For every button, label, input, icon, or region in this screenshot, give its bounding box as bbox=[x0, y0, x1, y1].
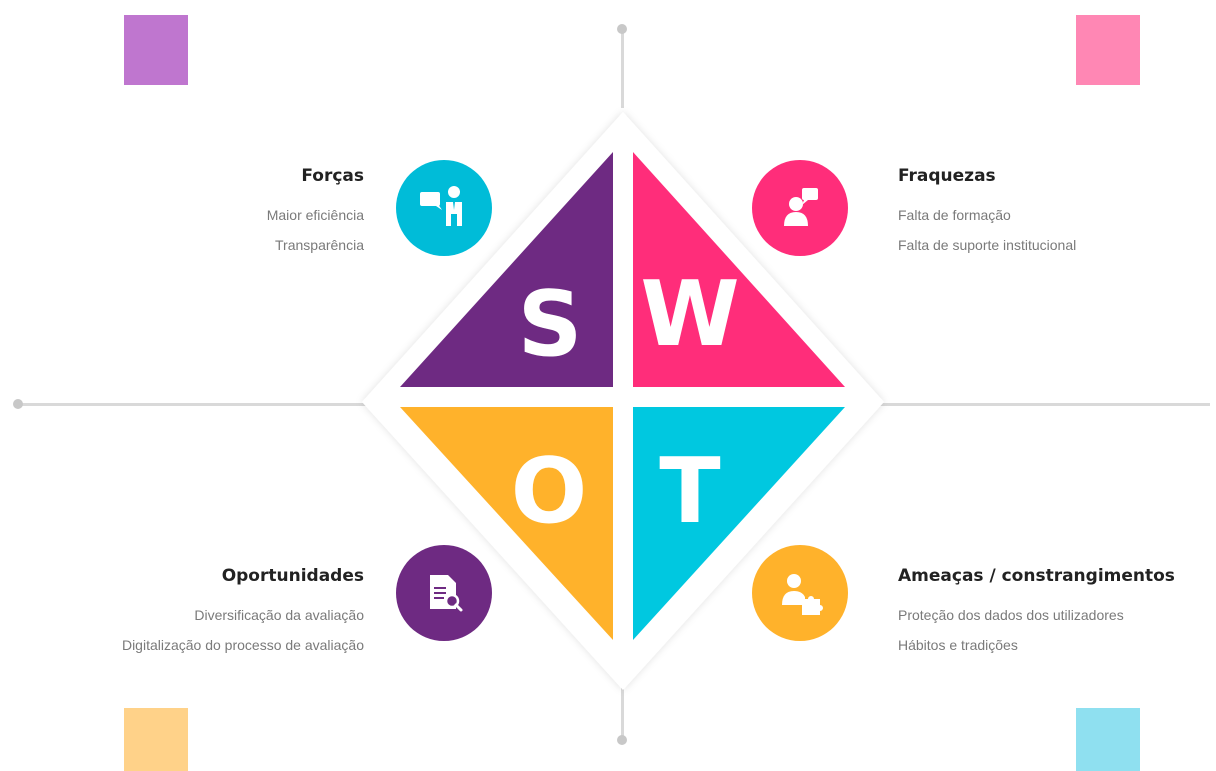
axis-line-top bbox=[621, 28, 624, 108]
presenter-speech-icon bbox=[420, 186, 462, 226]
diamond-frame bbox=[362, 112, 884, 690]
axis-line-bottom bbox=[621, 680, 624, 740]
letter-t: T bbox=[659, 439, 720, 544]
opportunities-circle bbox=[396, 545, 492, 641]
axis-line-left bbox=[18, 403, 368, 406]
strengths-item: Maior eficiência bbox=[266, 207, 364, 223]
opportunities-list: Diversificação da avaliação Digitalizaçã… bbox=[122, 600, 364, 660]
threats-title: Ameaças / constrangimentos bbox=[898, 566, 1175, 586]
corner-square-top-left bbox=[124, 15, 188, 85]
corner-square-bottom-right bbox=[1076, 708, 1140, 771]
axis-dot-top bbox=[617, 24, 627, 34]
threats-item: Hábitos e tradições bbox=[898, 637, 1018, 653]
strengths-title: Forças bbox=[301, 166, 364, 186]
weaknesses-circle bbox=[752, 160, 848, 256]
weaknesses-title: Fraquezas bbox=[898, 166, 996, 186]
corner-square-bottom-left bbox=[124, 708, 188, 771]
strengths-item: Transparência bbox=[275, 237, 364, 253]
letter-s: S bbox=[518, 272, 583, 377]
axis-dot-left bbox=[13, 399, 23, 409]
quadrant-strengths bbox=[400, 152, 613, 387]
opportunities-item: Digitalização do processo de avaliação bbox=[121, 637, 364, 653]
letter-o: O bbox=[511, 439, 588, 544]
threats-circle bbox=[752, 545, 848, 641]
opportunities-title: Oportunidades bbox=[221, 566, 364, 586]
document-search-icon bbox=[430, 575, 463, 612]
quadrant-opportunities bbox=[400, 407, 613, 640]
quadrant-weaknesses bbox=[633, 152, 845, 387]
axis-line-right bbox=[880, 403, 1210, 406]
weaknesses-list: Falta de formação Falta de suporte insti… bbox=[898, 200, 1076, 260]
strengths-list: Maior eficiência Transparência bbox=[267, 200, 364, 260]
corner-square-top-right bbox=[1076, 15, 1140, 85]
person-speech-icon bbox=[784, 188, 818, 226]
quadrant-threats bbox=[633, 407, 845, 640]
weaknesses-item: Falta de formação bbox=[898, 207, 1011, 223]
opportunities-item: Diversificação da avaliação bbox=[194, 607, 364, 623]
strengths-circle bbox=[396, 160, 492, 256]
person-puzzle-icon bbox=[782, 574, 823, 615]
letter-w: W bbox=[640, 262, 739, 367]
threats-list: Proteção dos dados dos utilizadores Hábi… bbox=[898, 600, 1124, 660]
weaknesses-item: Falta de suporte institucional bbox=[898, 237, 1077, 253]
axis-dot-bottom bbox=[617, 735, 627, 745]
threats-item: Proteção dos dados dos utilizadores bbox=[898, 607, 1124, 623]
